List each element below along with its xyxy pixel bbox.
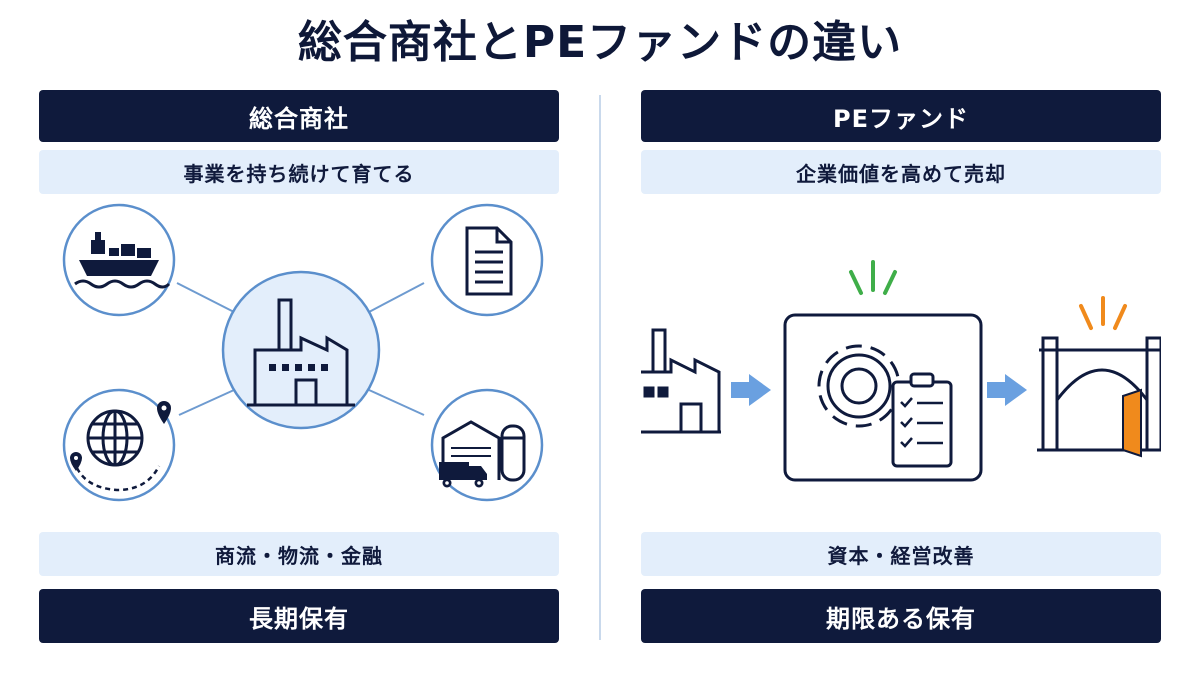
warehouse-truck-icon bbox=[430, 388, 544, 502]
trading-company-column: 総合商社 事業を持ち続けて育てる bbox=[39, 90, 559, 643]
left-holding-period: 長期保有 bbox=[39, 589, 559, 643]
exit-burst-icon bbox=[1079, 296, 1127, 330]
globe-route-icon bbox=[62, 388, 176, 502]
right-subtitle: 企業価値を高めて売却 bbox=[641, 150, 1161, 194]
left-subtitle: 事業を持ち続けて育てる bbox=[39, 150, 559, 194]
ship-icon bbox=[62, 203, 176, 317]
exit-gate-icon bbox=[1037, 296, 1161, 458]
page-title: 総合商社とPEファンドの違い bbox=[297, 17, 903, 68]
improvement-burst-icon bbox=[849, 260, 897, 295]
trading-network-illustration bbox=[62, 203, 544, 502]
left-features: 商流・物流・金融 bbox=[39, 532, 559, 576]
network-connectors bbox=[176, 282, 425, 416]
pe-fund-column: PEファンド 企業価値を高めて売却 bbox=[641, 90, 1161, 643]
document-icon bbox=[430, 203, 544, 317]
gear-checklist-icon bbox=[783, 260, 983, 482]
pe-process-illustration bbox=[641, 260, 1161, 482]
right-holding-period: 期限ある保有 bbox=[641, 589, 1161, 643]
arrow-right-icon bbox=[987, 374, 1027, 406]
left-header: 総合商社 bbox=[39, 90, 559, 142]
right-features: 資本・経営改善 bbox=[641, 532, 1161, 576]
right-header: PEファンド bbox=[641, 90, 1161, 142]
arrow-right-icon bbox=[731, 374, 771, 406]
center-divider bbox=[599, 95, 601, 640]
factory-icon bbox=[641, 328, 721, 434]
factory-icon bbox=[221, 270, 381, 430]
